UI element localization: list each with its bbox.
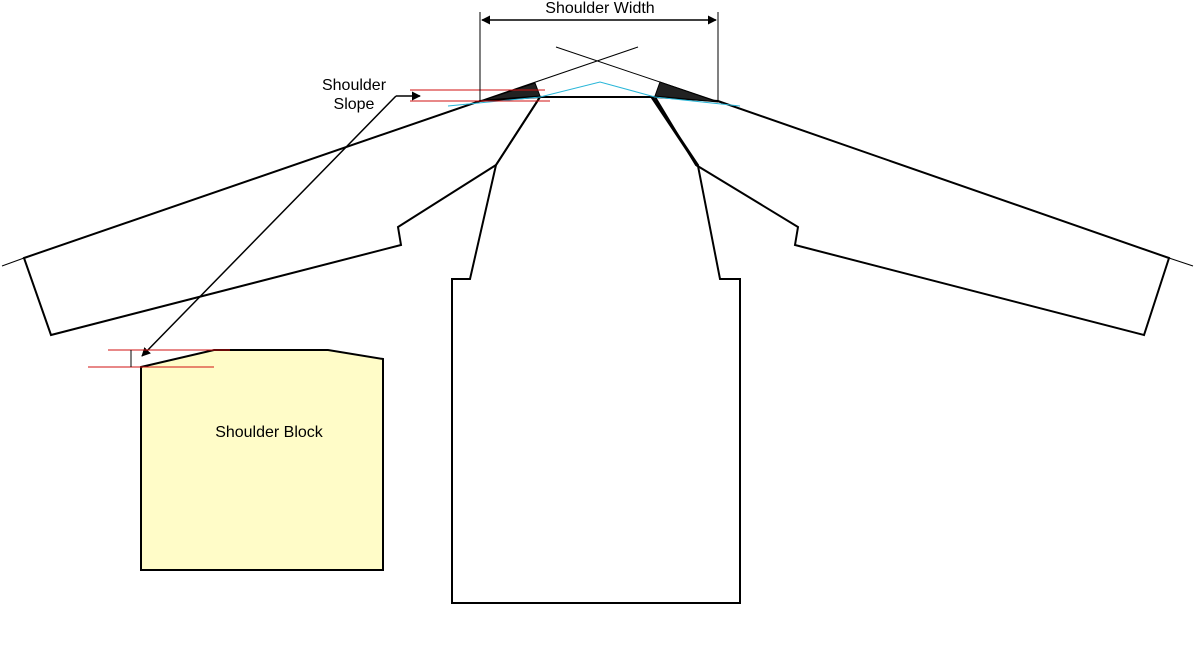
neck-crossline-b [479,46,639,102]
raglan-seam-right-bold [650,96,700,167]
right-shoulder-wedge [654,81,719,103]
right-sleeve [653,95,1171,337]
shoulder-slope-to-block-arrow [141,95,397,357]
shoulder-width-label: Shoulder Width [545,0,654,17]
shoulder-slope-label-line2: Slope [334,96,375,113]
shoulder-slope-label-line1: Shoulder [322,77,387,94]
shoulder-block-label: Shoulder Block [215,424,324,441]
shoulder-slope-guide-cyan [447,81,741,107]
left-sleeve [22,95,542,337]
left-sleeve-guideline [1,257,25,267]
right-sleeve-guideline [1168,257,1194,267]
body-panel [451,96,741,604]
shoulder-block [140,349,384,571]
